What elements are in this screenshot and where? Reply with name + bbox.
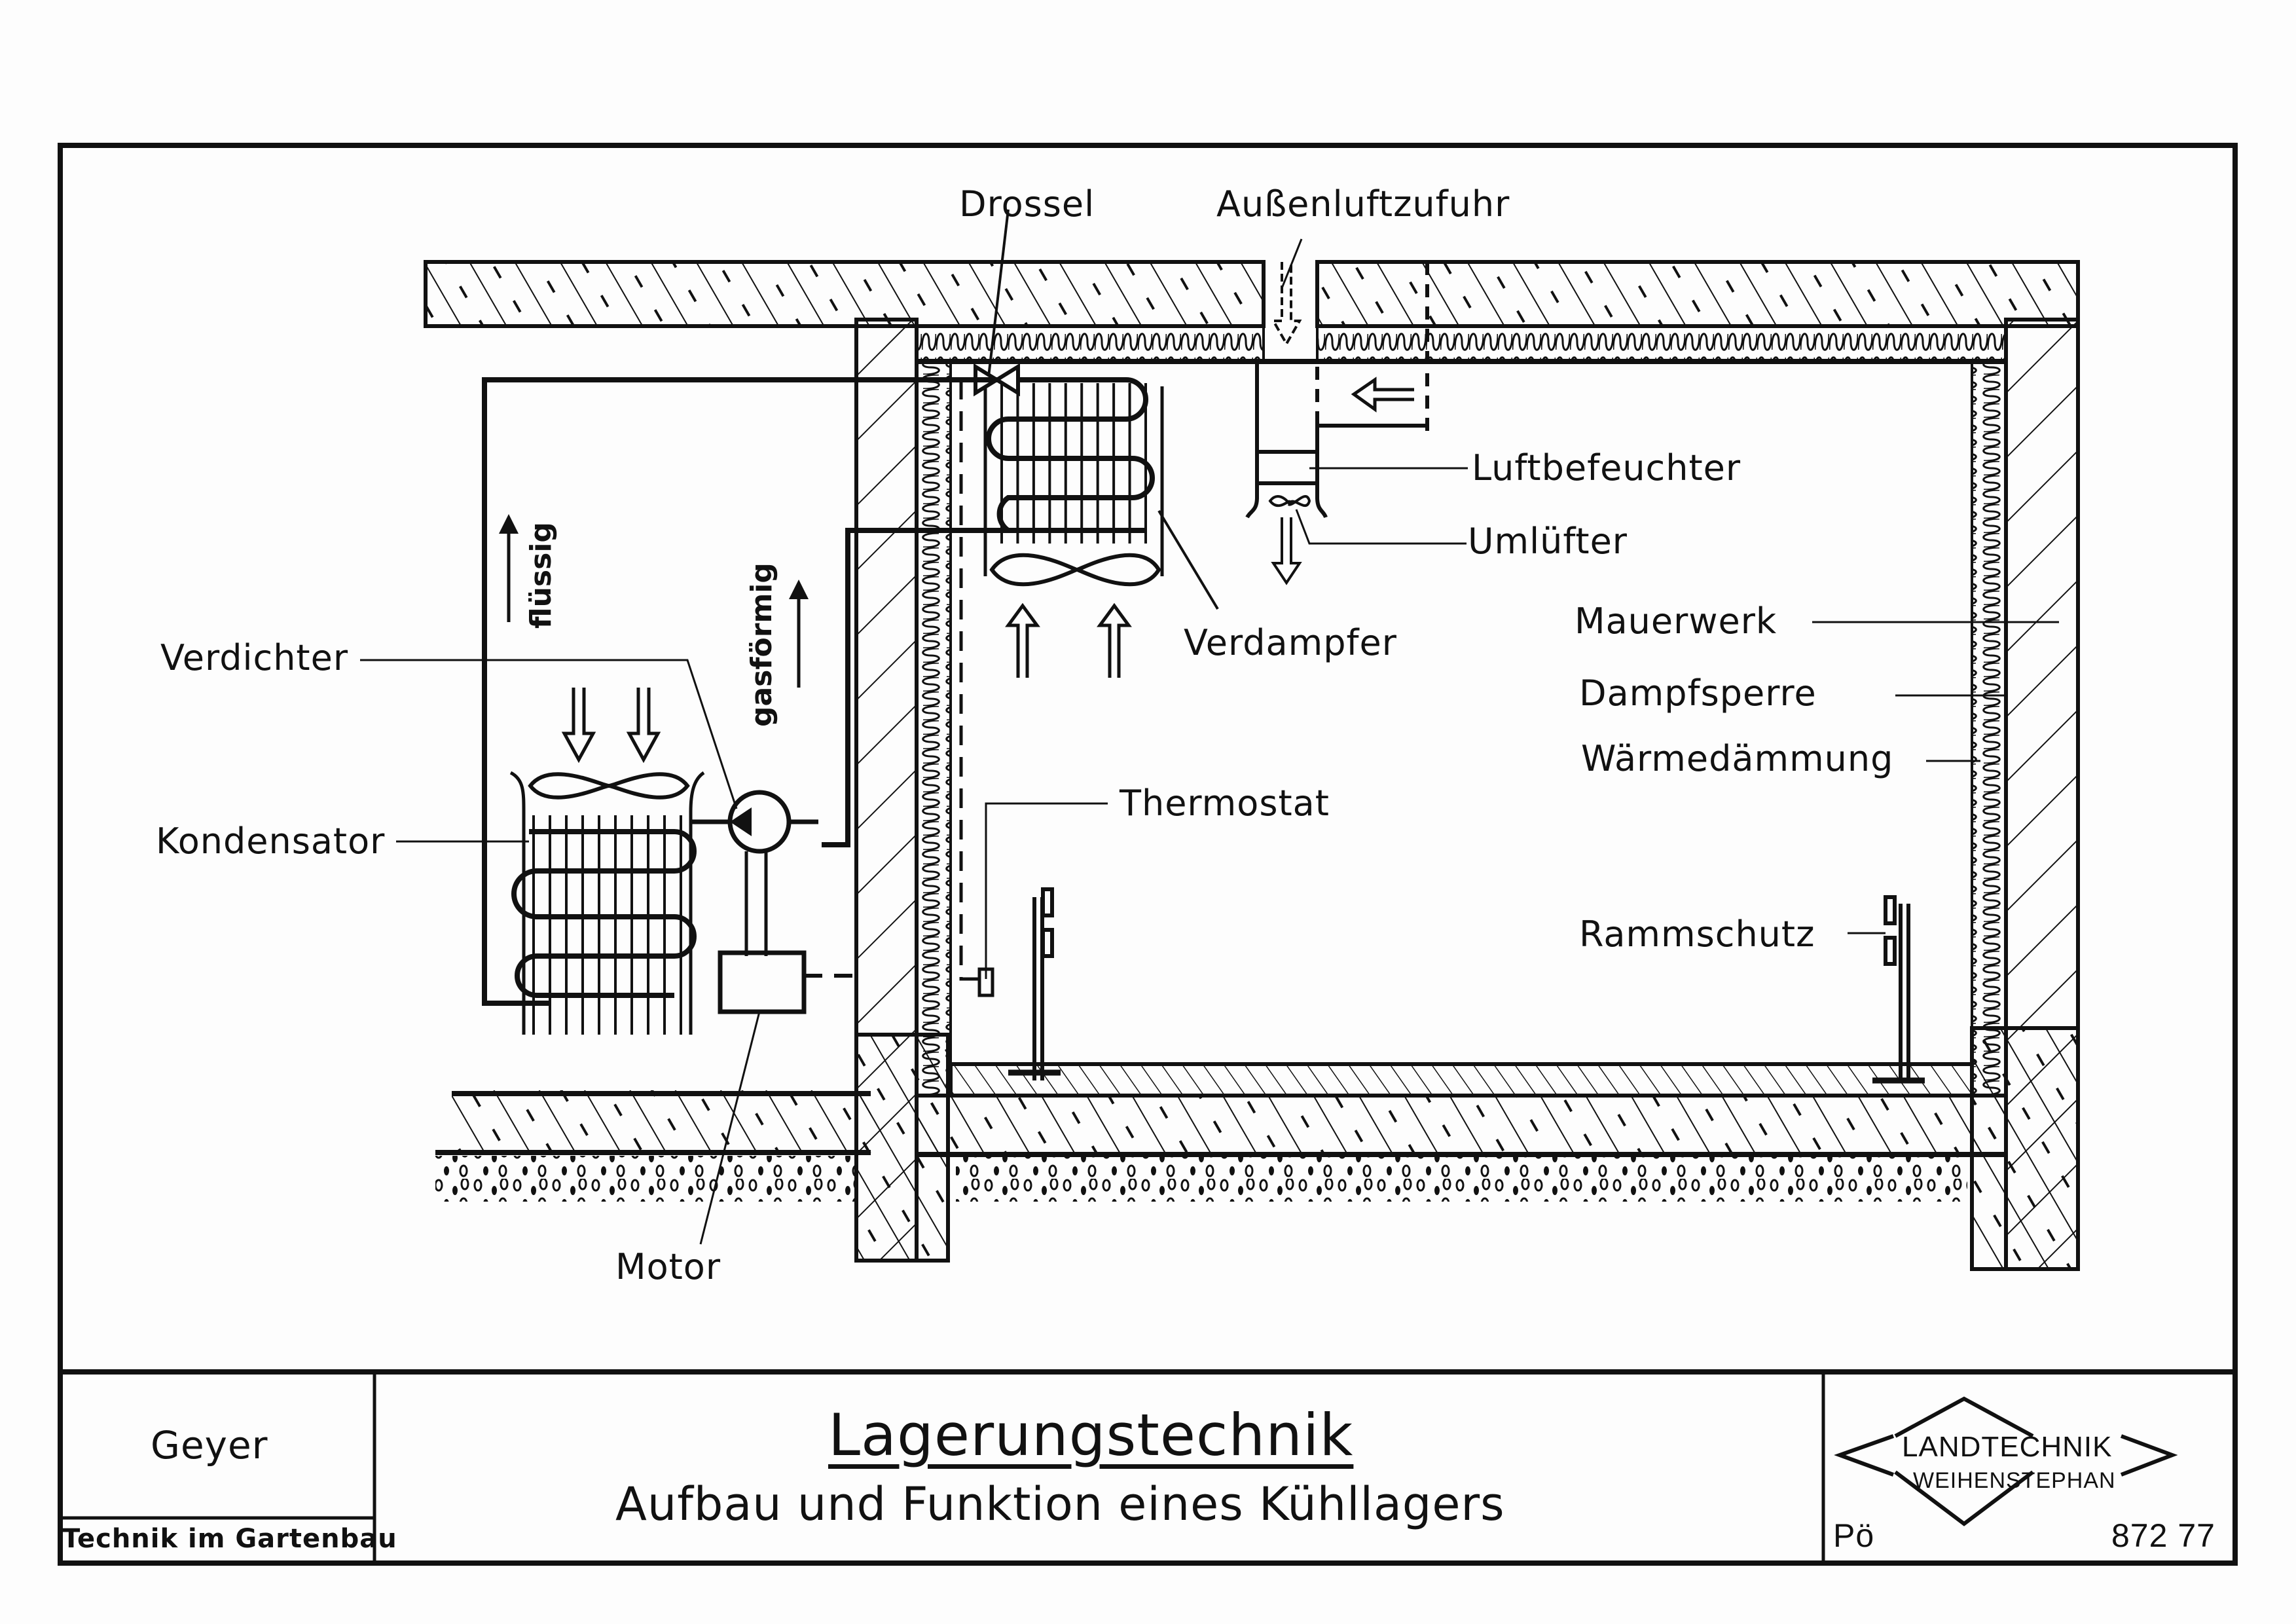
evaporator: [983, 377, 1164, 576]
floor-slab: [915, 1094, 2008, 1156]
thermostat-leader: [985, 802, 1108, 979]
verdampfer-leader: [1157, 509, 1219, 610]
downflow-arrow: [1271, 517, 1302, 585]
gravel-right: [956, 1156, 1967, 1202]
verdichter-leader: [360, 659, 738, 809]
umluefter-fan: [1268, 495, 1311, 507]
condenser-fins: [532, 815, 682, 1035]
evaporator-fan: [989, 553, 1161, 587]
drawing-title: Lagerungstechnik: [828, 1401, 1354, 1469]
ceiling-insulation-left: [915, 325, 1265, 361]
thermostat-line: [959, 380, 982, 981]
author-name: Geyer: [151, 1423, 268, 1467]
rammschutz-left: [1008, 887, 1061, 1080]
condenser: [509, 771, 705, 1035]
label-aussenluftzufuhr: Außenluftzufuhr: [1216, 183, 1510, 225]
label-fluessig: flüssig: [524, 522, 558, 629]
label-luftbefeuchter: Luftbefeuchter: [1472, 447, 1741, 489]
drafter-initials: Pö: [1833, 1517, 1875, 1554]
course-name: Technik im Gartenbau: [62, 1524, 397, 1554]
right-foundation: [1970, 1026, 2080, 1271]
logo-text-weihenstephan: WEIHENSTEPHAN: [1913, 1468, 2116, 1493]
ceiling-insulation-right: [1316, 325, 2007, 361]
label-waermedaemmung: Wärmedämmung: [1581, 738, 1894, 779]
outside-air-duct: [1245, 262, 1429, 519]
motor-box: [718, 950, 807, 1014]
logo-text-landtechnik: LANDTECHNIK: [1902, 1431, 2113, 1463]
landtechnik-logo: [1834, 1396, 2178, 1526]
condenser-airflow-arrows: [561, 688, 661, 764]
drawing-subtitle: Aufbau und Funktion eines Kühllagers: [615, 1477, 1505, 1531]
motor-leader: [699, 1011, 761, 1245]
drossel-valve: [974, 209, 1020, 397]
gravel-left: [435, 1156, 854, 1202]
right-wall-insulation: [1971, 360, 2007, 1096]
label-gasfoermig: gasförmig: [745, 563, 778, 727]
ceiling-slab-left: [424, 260, 1266, 328]
umluefter-leader: [1295, 509, 1467, 545]
compressor: [691, 790, 818, 956]
label-dampfsperre: Dampfsperre: [1579, 673, 1817, 714]
left-foundation: [854, 1033, 950, 1263]
sheet-frame: [58, 143, 2238, 1566]
label-mauerwerk: Mauerwerk: [1575, 600, 1777, 642]
refrigerant-circuit: [482, 377, 1146, 1006]
label-thermostat: Thermostat: [1120, 783, 1330, 824]
recirculation-arrow: [1351, 377, 1414, 413]
drawing-number: 872 77: [2111, 1517, 2215, 1554]
condenser-fan: [528, 772, 690, 800]
label-kondensator: Kondensator: [156, 821, 386, 862]
label-rammschutz: Rammschutz: [1579, 913, 1815, 955]
label-verdichter: Verdichter: [160, 637, 349, 678]
intake-arrow: [1271, 262, 1302, 347]
label-motor: Motor: [615, 1246, 721, 1287]
floor-screed: [949, 1062, 1974, 1098]
label-drossel: Drossel: [959, 183, 1095, 225]
evaporator-airflow-arrows: [1005, 602, 1132, 678]
rammschutz-right: [1872, 895, 1925, 1084]
label-umluefter: Umlüfter: [1468, 521, 1628, 562]
evaporator-fins: [1000, 383, 1147, 544]
outside-slab: [452, 1090, 871, 1153]
label-verdampfer: Verdampfer: [1184, 622, 1397, 663]
left-wall-insulation: [915, 360, 952, 1096]
ceiling-slab-right: [1315, 260, 2080, 328]
